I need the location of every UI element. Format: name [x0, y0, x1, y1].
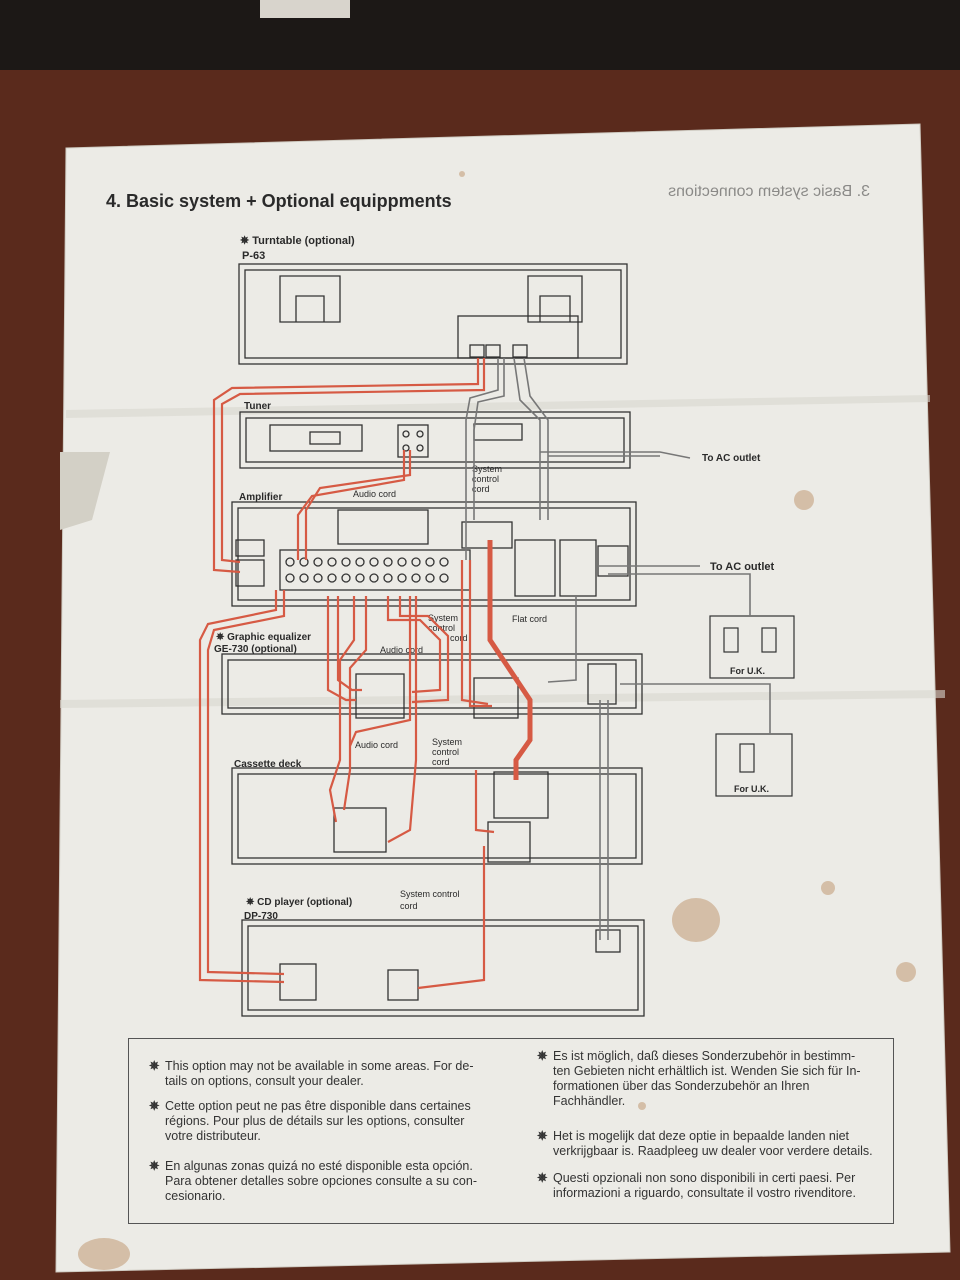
page-title: 4. Basic system + Optional equippments: [106, 191, 452, 211]
gray-control-cords: [465, 357, 771, 940]
cassette-label: Cassette deck: [234, 759, 302, 770]
turntable-unit: [238, 263, 628, 365]
outlet-uk-1-label: For U.K.: [730, 666, 765, 676]
system-control-cord-3-label: System control cord: [432, 737, 462, 767]
svg-text:cord: cord: [450, 633, 468, 643]
note-en: ✵ This option may not be available in so…: [149, 1059, 489, 1089]
turntable-model: P-63: [242, 250, 265, 262]
notes-box: ✵ This option may not be available in so…: [128, 1038, 894, 1224]
audio-cord-2-label: Audio cord: [380, 645, 423, 655]
bullet-icon: ✵: [149, 1059, 160, 1073]
svg-text:System control: System control: [400, 889, 460, 899]
cassette-unit: [231, 767, 643, 865]
flat-cord-label: Flat cord: [512, 614, 547, 624]
outlet-uk-1: [709, 615, 795, 679]
mirrored-bleed-title: 3. Basic system connections: [668, 183, 870, 200]
note-es-text: En algunas zonas quizá no esté disponibl…: [165, 1159, 477, 1203]
dark-object-top: [0, 0, 960, 70]
ac-outlet-2-label: To AC outlet: [710, 561, 774, 573]
note-it: ✵ Questi opzionali non sono disponibili …: [537, 1171, 887, 1201]
svg-text:System: System: [428, 613, 458, 623]
ac-outlet-1-label: To AC outlet: [702, 453, 761, 464]
graphic-eq-model: GE-730 (optional): [214, 644, 297, 655]
svg-text:System: System: [432, 737, 462, 747]
svg-text:cord: cord: [400, 901, 418, 911]
audio-cord-3-label: Audio cord: [355, 740, 398, 750]
bullet-icon: ✵: [537, 1049, 548, 1063]
tuner-label: Tuner: [244, 401, 271, 412]
system-control-cord-4-label: System control cord: [400, 889, 460, 911]
cd-player-model: DP-730: [244, 911, 278, 922]
note-es: ✵ En algunas zonas quizá no esté disponi…: [149, 1159, 499, 1204]
note-en-text: This option may not be available in some…: [165, 1059, 474, 1088]
bullet-icon: ✵: [537, 1129, 548, 1143]
bullet-icon: ✵: [537, 1171, 548, 1185]
stains: [78, 171, 916, 1270]
amplifier-label: Amplifier: [239, 492, 282, 503]
svg-text:control: control: [472, 474, 499, 484]
note-fr: ✵ Cette option peut ne pas être disponib…: [149, 1099, 499, 1144]
outlet-uk-2: [715, 733, 793, 797]
white-object-top: [260, 0, 350, 18]
torn-corner: [60, 452, 110, 530]
svg-text:control: control: [432, 747, 459, 757]
amplifier-unit: [231, 501, 637, 607]
turntable-label: ✵ Turntable (optional): [239, 235, 355, 247]
red-audio-cords: [198, 358, 495, 990]
note-de: ✵ Es ist möglich, daß dieses Sonderzubeh…: [537, 1049, 887, 1109]
svg-text:cord: cord: [472, 484, 490, 494]
graphic-eq-label: ✵ Graphic equalizer: [215, 632, 311, 643]
paper-fold-shadow: [60, 690, 945, 708]
note-it-text: Questi opzionali non sono disponibili in…: [553, 1171, 856, 1200]
svg-text:System: System: [472, 464, 502, 474]
audio-cord-1-label: Audio cord: [353, 489, 396, 499]
cd-player-unit: [241, 919, 645, 1017]
system-control-cord-1-label: System control cord: [472, 464, 502, 494]
note-nl: ✵ Het is mogelijk dat deze optie in bepa…: [537, 1129, 887, 1159]
svg-text:cord: cord: [432, 757, 450, 767]
note-nl-text: Het is mogelijk dat deze optie in bepaal…: [553, 1129, 873, 1158]
bullet-icon: ✵: [149, 1159, 160, 1173]
cd-player-label: ✵ CD player (optional): [245, 897, 352, 908]
note-fr-text: Cette option peut ne pas être disponible…: [165, 1099, 471, 1143]
bullet-icon: ✵: [149, 1099, 160, 1113]
flat-cord: [487, 540, 533, 780]
outlet-uk-2-label: For U.K.: [734, 784, 769, 794]
note-de-text: Es ist möglich, daß dieses Sonderzubehör…: [553, 1049, 861, 1108]
